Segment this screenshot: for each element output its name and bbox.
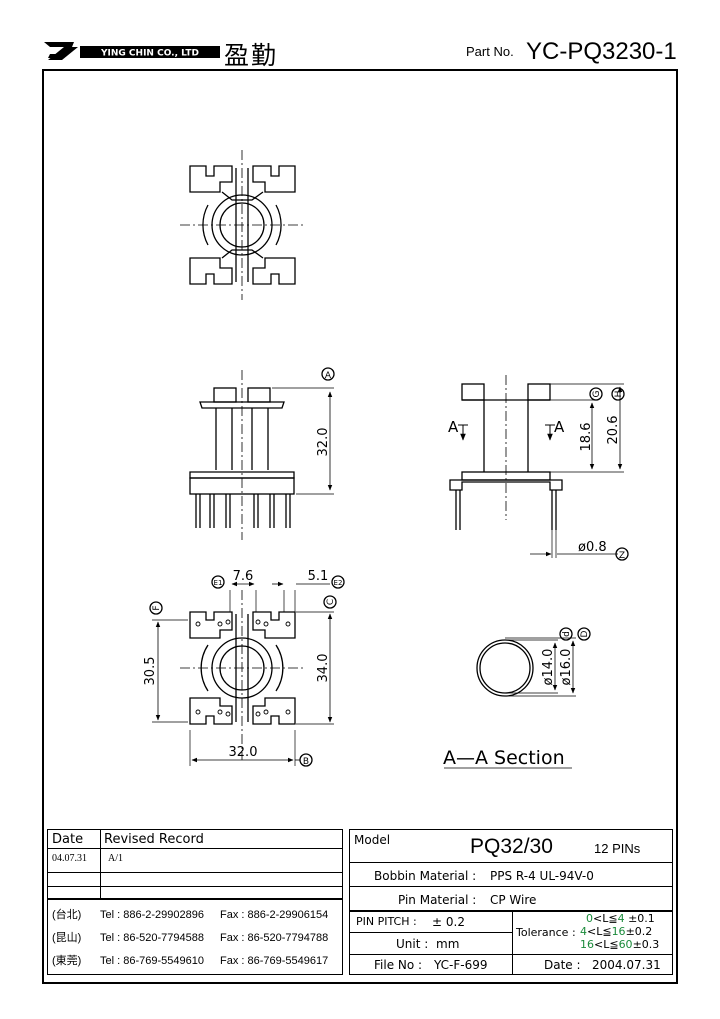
marker-d-small: d [562, 631, 572, 637]
contact-tel-2: Tel : 86-520-7794588 [100, 932, 204, 944]
dim-e1: 7.6 [233, 569, 254, 584]
contact-tel-1: Tel : 886-2-29902896 [100, 909, 204, 921]
section-title: A—A Section [443, 747, 565, 769]
company-logo: YING CHIN CO., LTD [44, 38, 220, 62]
contact-region-2: (昆山) [52, 932, 82, 944]
section-view [444, 627, 591, 769]
pin-pitch-value: ± 0.2 [432, 915, 465, 929]
pin-material-label: Pin Material : [398, 893, 477, 907]
marker-h: H [614, 391, 624, 398]
tolerance-row-3: 16<L≦60±0.3 [580, 938, 660, 951]
dim-b: 32.0 [229, 745, 258, 760]
contact-fax-1: Fax : 886-2-29906154 [220, 909, 329, 921]
contact-fax-3: Fax : 86-769-5549617 [220, 955, 329, 967]
marker-g: G [592, 390, 602, 397]
tolerance-row-2: 4<L≦16±0.2 [580, 925, 653, 938]
drawing-frame [42, 69, 678, 984]
tolerance-row-1: 0<L≦4 ±0.1 [586, 912, 655, 925]
model-label: Model [354, 833, 391, 847]
date-label: Date : [544, 958, 581, 972]
company-name-cn: 盈勤 [224, 43, 279, 70]
bobbin-label: Bobbin Material : [374, 869, 477, 883]
unit-value: mm [436, 937, 460, 951]
file-value: YC-F-699 [434, 958, 488, 972]
tolerance-label: Tolerance : [516, 926, 576, 939]
dim-g-height: 18.6 [579, 423, 594, 452]
marker-c: C [326, 599, 336, 605]
dim-e2: 5.1 [308, 569, 329, 584]
marker-e2: E2 [334, 579, 343, 587]
dim-h-height: 20.6 [606, 416, 621, 445]
marker-z: Z [619, 551, 625, 561]
marker-d-large: D [580, 630, 590, 637]
unit-label: Unit : [396, 937, 429, 951]
contact-region-1: (台北) [52, 909, 82, 921]
technical-drawing: 32.0 A 18.6 20.6 G H A A ø0.8 Z 7.6 5.1 … [143, 150, 629, 769]
revision-date: 04.07.31 [52, 853, 87, 864]
pin-count: 12 PINs [594, 841, 641, 856]
marker-b: B [303, 757, 309, 767]
pin-material-value: CP Wire [490, 893, 537, 907]
revision-date-header: Date [52, 832, 84, 847]
section-mark-right: A [554, 418, 565, 436]
date-value: 2004.07.31 [592, 958, 661, 972]
contact-tel-3: Tel : 86-769-5549610 [100, 955, 204, 967]
spec-table: Model PQ32/30 12 PINs Bobbin Material : … [349, 829, 673, 975]
contact-fax-2: Fax : 86-520-7794788 [220, 932, 329, 944]
svg-text:YING CHIN CO., LTD: YING CHIN CO., LTD [100, 49, 199, 59]
bobbin-value: PPS R-4 UL-94V-0 [490, 869, 594, 883]
contact-region-3: (東莞) [52, 955, 82, 967]
bottom-view [149, 575, 345, 767]
file-label: File No : [374, 958, 423, 972]
dim-c: 34.0 [316, 654, 331, 683]
revision-table: Date Revised Record 04.07.31 A/1 (台北) Te… [47, 829, 343, 975]
dim-d-inner: ø14.0 [541, 649, 556, 686]
top-view [180, 150, 305, 300]
marker-f: F [152, 605, 162, 610]
dim-f: 30.5 [143, 657, 158, 686]
dim-d-outer: ø16.0 [559, 649, 574, 686]
revision-record: A/1 [108, 853, 123, 864]
front-view [189, 367, 335, 540]
marker-e1: E1 [214, 579, 223, 587]
pin-pitch-label: PIN PITCH : [356, 915, 417, 928]
dim-pin-diameter: ø0.8 [578, 540, 607, 555]
part-no-label: Part No. [466, 44, 514, 59]
marker-a: A [325, 371, 332, 381]
section-mark-left: A [448, 418, 459, 436]
dim-top-height: 32.0 [316, 428, 331, 457]
side-view [449, 375, 629, 561]
revision-record-header: Revised Record [104, 832, 204, 847]
part-number: YC-PQ3230-1 [526, 38, 677, 65]
model-value: PQ32/30 [470, 835, 553, 858]
